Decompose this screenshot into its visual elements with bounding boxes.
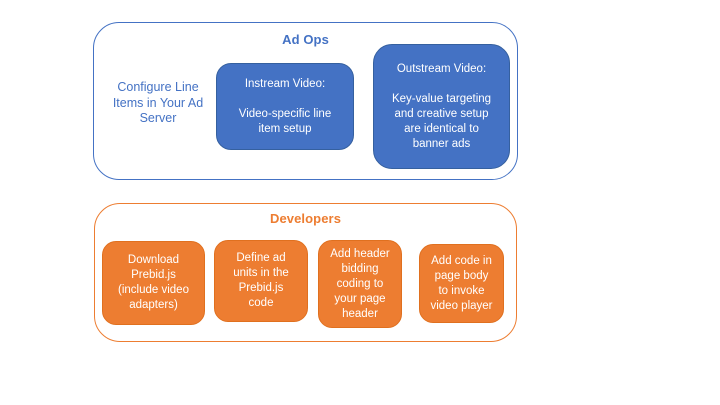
- step-header-bidding-code-box: Add header bidding coding to your page h…: [318, 240, 402, 328]
- outstream-video-body: Key-value targeting and creative setup a…: [391, 92, 492, 150]
- instream-video-body: Video-specific line item setup: [238, 107, 332, 135]
- step-invoke-video-player-label: Add code in page body to invoke video pl…: [430, 254, 493, 312]
- instream-video-box: Instream Video: Video-specific line item…: [216, 63, 354, 150]
- outstream-video-heading: Outstream Video:: [396, 62, 487, 75]
- developers-group: Developers Download Prebid.js (include v…: [94, 203, 517, 342]
- developers-title: Developers: [269, 211, 342, 226]
- step-define-ad-units-box: Define ad units in the Prebid.js code: [214, 240, 308, 322]
- step-invoke-video-player-box: Add code in page body to invoke video pl…: [419, 244, 504, 323]
- step-download-prebid-box: Download Prebid.js (include video adapte…: [102, 241, 205, 325]
- ad-ops-group: Ad Ops Configure Line Items in Your Ad S…: [93, 22, 518, 180]
- step-download-prebid-label: Download Prebid.js (include video adapte…: [118, 254, 189, 311]
- instream-video-heading: Instream Video:: [244, 77, 326, 90]
- outstream-video-box: Outstream Video: Key-value targeting and…: [373, 44, 510, 169]
- step-header-bidding-code-label: Add header bidding coding to your page h…: [330, 247, 390, 320]
- ad-ops-title: Ad Ops: [282, 32, 329, 47]
- configure-line-items-note: Configure Line Items in Your Ad Server: [112, 80, 204, 125]
- step-define-ad-units-label: Define ad units in the Prebid.js code: [233, 252, 289, 309]
